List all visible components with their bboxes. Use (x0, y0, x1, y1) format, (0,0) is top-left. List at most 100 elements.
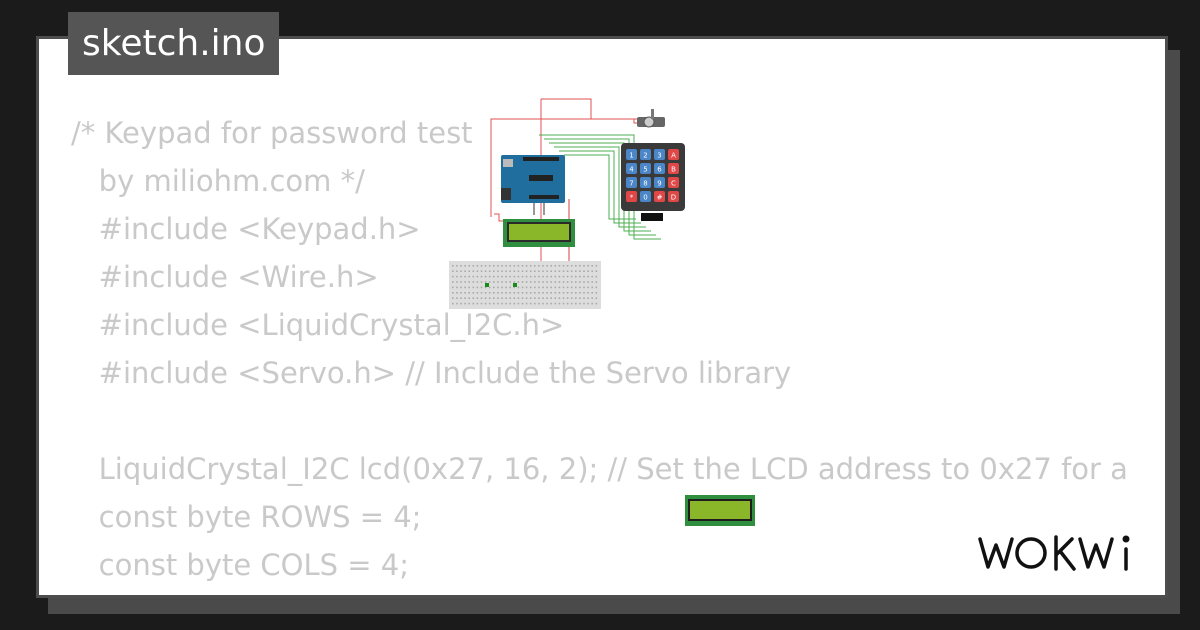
breadboard-hole (575, 286, 577, 289)
breadboard-hole (521, 281, 524, 283)
breadboard-hole (484, 292, 487, 294)
breadboard-hole (529, 275, 532, 278)
breadboard-hole (497, 292, 499, 294)
breadboard-hole (525, 270, 528, 272)
breadboard-hole (493, 297, 495, 299)
breadboard-hole (484, 302, 487, 305)
breadboard-hole (525, 292, 528, 294)
servo-motor (637, 109, 665, 128)
breadboard-hole (570, 281, 573, 283)
breadboard-hole (579, 270, 581, 272)
breadboard-hole (452, 292, 454, 294)
keypad-key: 2 (640, 149, 651, 160)
breadboard-hole (591, 281, 593, 283)
breadboard-hole (566, 281, 569, 283)
breadboard-hole (546, 270, 548, 272)
breadboard-hole (546, 275, 548, 278)
breadboard-hole (517, 270, 520, 272)
breadboard-hole (517, 281, 520, 283)
breadboard-hole (538, 275, 540, 278)
breadboard-hole (570, 275, 573, 278)
breadboard-hole (480, 270, 483, 272)
breadboard-hole (464, 265, 466, 267)
breadboard-hole (534, 302, 536, 305)
keypad-key: C (668, 177, 679, 188)
breadboard-hole (505, 292, 507, 294)
breadboard-hole (476, 302, 479, 305)
breadboard-hole (468, 297, 470, 299)
breadboard-hole (575, 281, 577, 283)
breadboard-hole (497, 275, 499, 278)
keypad-key-label: C (671, 180, 676, 188)
breadboard-hole (480, 286, 483, 289)
keypad-key-label: 7 (629, 180, 633, 188)
breadboard-hole (484, 265, 487, 267)
breadboard-hole (488, 297, 491, 299)
breadboard-hole (550, 286, 552, 289)
breadboard-hole (534, 286, 536, 289)
code-listing: /* Keypad for password test by miliohm.c… (71, 109, 1128, 595)
breadboard-hole (476, 286, 479, 289)
breadboard-hole (558, 302, 561, 305)
preview-card: /* Keypad for password test by miliohm.c… (36, 36, 1168, 598)
breadboard-hole (497, 297, 499, 299)
breadboard-hole (464, 292, 466, 294)
breadboard-hole (521, 286, 524, 289)
breadboard-hole (525, 286, 528, 289)
breadboard-hole (583, 275, 585, 278)
breadboard-hole (480, 265, 483, 267)
lcd-display (503, 219, 575, 247)
breadboard-hole (587, 286, 589, 289)
breadboard (449, 261, 601, 309)
breadboard-hole (472, 281, 475, 283)
breadboard-hole (525, 281, 528, 283)
breadboard-hole (472, 292, 475, 294)
breadboard-hole (529, 265, 532, 267)
breadboard-hole (529, 286, 532, 289)
breadboard-hole (460, 270, 462, 272)
breadboard-hole (546, 265, 548, 267)
breadboard-hole (562, 292, 565, 294)
breadboard-hole (529, 281, 532, 283)
breadboard-hole (570, 297, 573, 299)
breadboard-hole (575, 270, 577, 272)
breadboard-hole (591, 292, 593, 294)
breadboard-hole (595, 302, 598, 305)
breadboard-hole (546, 302, 548, 305)
breadboard-hole (493, 281, 495, 283)
breadboard-hole (501, 302, 503, 305)
breadboard-hole (505, 270, 507, 272)
breadboard-hole (505, 275, 507, 278)
breadboard-hole (501, 292, 503, 294)
breadboard-hole (468, 270, 470, 272)
keypad-key-label: * (630, 194, 634, 202)
breadboard-hole (464, 275, 466, 278)
breadboard-hole (575, 297, 577, 299)
breadboard-hole (468, 292, 470, 294)
breadboard-hole (456, 297, 458, 299)
breadboard-hole (542, 302, 544, 305)
breadboard-hole (591, 265, 593, 267)
breadboard-hole (513, 286, 516, 289)
breadboard-hole (579, 281, 581, 283)
breadboard-hole (529, 302, 532, 305)
breadboard-hole (509, 286, 511, 289)
breadboard-hole (517, 297, 520, 299)
breadboard-hole (525, 302, 528, 305)
keypad-key: 7 (626, 177, 637, 188)
breadboard-hole (456, 286, 458, 289)
arduino-board (501, 155, 565, 203)
keypad-key: 0 (640, 191, 651, 202)
breadboard-hole (566, 265, 569, 267)
breadboard-hole (517, 302, 520, 305)
breadboard-hole (566, 292, 569, 294)
breadboard-hole (460, 281, 462, 283)
keypad-key-label: A (671, 152, 676, 160)
breadboard-hole (525, 297, 528, 299)
breadboard-hole (538, 270, 540, 272)
breadboard-hole (460, 302, 462, 305)
keypad-key-label: 8 (643, 180, 647, 188)
breadboard-hole (509, 270, 511, 272)
breadboard-hole (562, 286, 565, 289)
